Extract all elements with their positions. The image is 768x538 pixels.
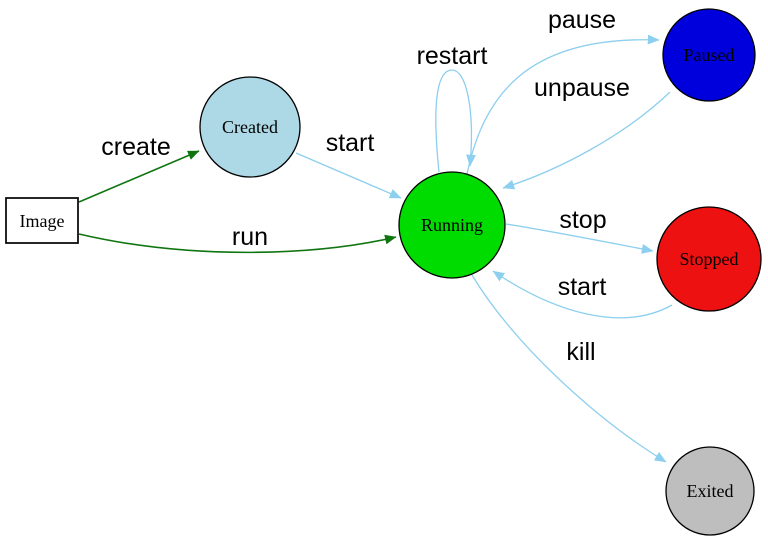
node-running: Running [398,171,506,279]
edge-unpause-path [502,91,671,190]
edge-start-created-running-path [295,152,402,199]
edge-run-path [78,233,397,254]
edge-stop-path [505,223,654,254]
edge-kill-label: kill [566,338,595,366]
edge-restart-self-loop: restart [417,42,488,173]
node-image-label: Image [20,211,65,231]
edge-kill: kill [471,274,667,463]
edge-start-stopped-running: start [492,270,673,319]
edge-pause: pause [466,6,660,175]
edge-pause-label: pause [548,6,616,34]
edge-pause-path [466,34,660,175]
edge-start-stopped-running-label: start [558,273,607,301]
edge-kill-path [471,274,667,463]
node-exited-label: Exited [687,481,734,501]
node-created-shape [199,76,301,178]
edge-start-stopped-running-path [492,270,673,319]
node-image-shape [5,197,79,244]
edge-stop: stop [505,206,654,254]
edge-unpause: unpause [502,74,671,190]
edge-restart-label: restart [417,42,488,70]
edge-run: run [78,223,397,254]
edge-start-created-running: start [295,129,402,199]
node-created-label: Created [222,117,278,137]
edge-create-path [78,150,200,203]
edge-restart-path [435,69,476,173]
node-stopped-label: Stopped [679,249,738,269]
node-image: Image [5,197,79,244]
node-running-label: Running [421,215,483,235]
edge-create: create [78,133,200,203]
node-paused-label: Paused [684,45,735,65]
node-exited: Exited [665,446,755,536]
node-stopped-shape [656,206,762,312]
node-paused: Paused [662,8,756,102]
edge-create-label: create [101,133,170,161]
node-exited-shape [665,446,755,536]
edge-stop-label: stop [559,206,606,234]
node-stopped: Stopped [656,206,762,312]
edge-unpause-label: unpause [534,74,630,102]
node-running-shape [398,171,506,279]
node-paused-shape [662,8,756,102]
node-created: Created [199,76,301,178]
edge-run-label: run [232,223,268,251]
edge-start-created-running-label: start [326,129,375,157]
